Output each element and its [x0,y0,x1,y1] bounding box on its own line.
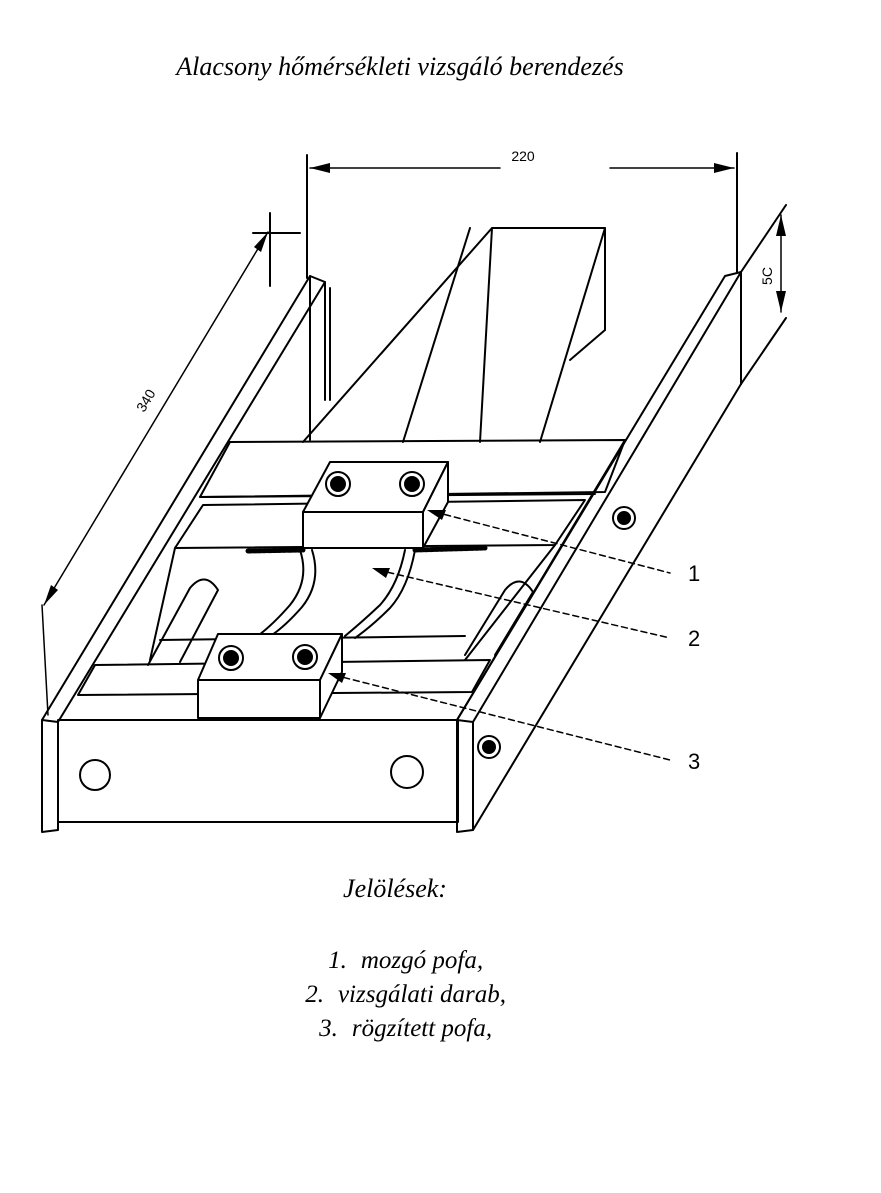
callout-leaders [328,510,671,761]
legend-item-number: 3. [319,1015,338,1042]
guide-slots [147,578,534,666]
callout-label-3: 3 [688,749,700,774]
legend-item: 2. vizsgálati darab, [0,978,800,1012]
fixed-jaw [197,633,343,719]
front-hole-left [79,759,111,791]
legend-item-number: 2. [305,981,324,1008]
legend-item-number: 1. [328,947,347,974]
specimen [245,545,488,641]
moving-jaw-bolts [325,471,425,497]
fixed-jaw-bolts [218,644,318,671]
dimension-width: 220 [306,148,738,279]
dimension-length: 340 [41,212,301,716]
legend-item-text: vizsgálati darab, [337,981,507,1008]
dimension-height: 5C [740,204,787,385]
callout-label-2: 2 [688,626,700,651]
left-rail [41,275,326,833]
dimension-height-label: 5C [759,267,775,285]
front-hole-right [390,755,424,789]
moving-jaw [302,461,449,549]
dimension-width-label: 220 [511,148,535,164]
legend-heading: Jelölések: [343,874,447,903]
front-plate [57,719,459,823]
legend-item: 3. rögzített pofa, [0,1012,800,1046]
side-bolt-icons [477,506,636,759]
right-rail [456,271,742,833]
legend-item: 1. mozgó pofa, [0,944,800,978]
callout-label-1: 1 [688,561,700,586]
page-title: Alacsony hőmérsékleti vizsgáló berendezé… [176,52,624,81]
dimension-length-label: 340 [133,386,159,414]
legend-item-text: mozgó pofa, [360,947,484,974]
back-channel [302,227,606,443]
legend-item-text: rögzített pofa, [351,1015,493,1042]
legend-list: 1. mozgó pofa, 2. vizsgálati darab, 3. rögz… [0,944,800,1046]
